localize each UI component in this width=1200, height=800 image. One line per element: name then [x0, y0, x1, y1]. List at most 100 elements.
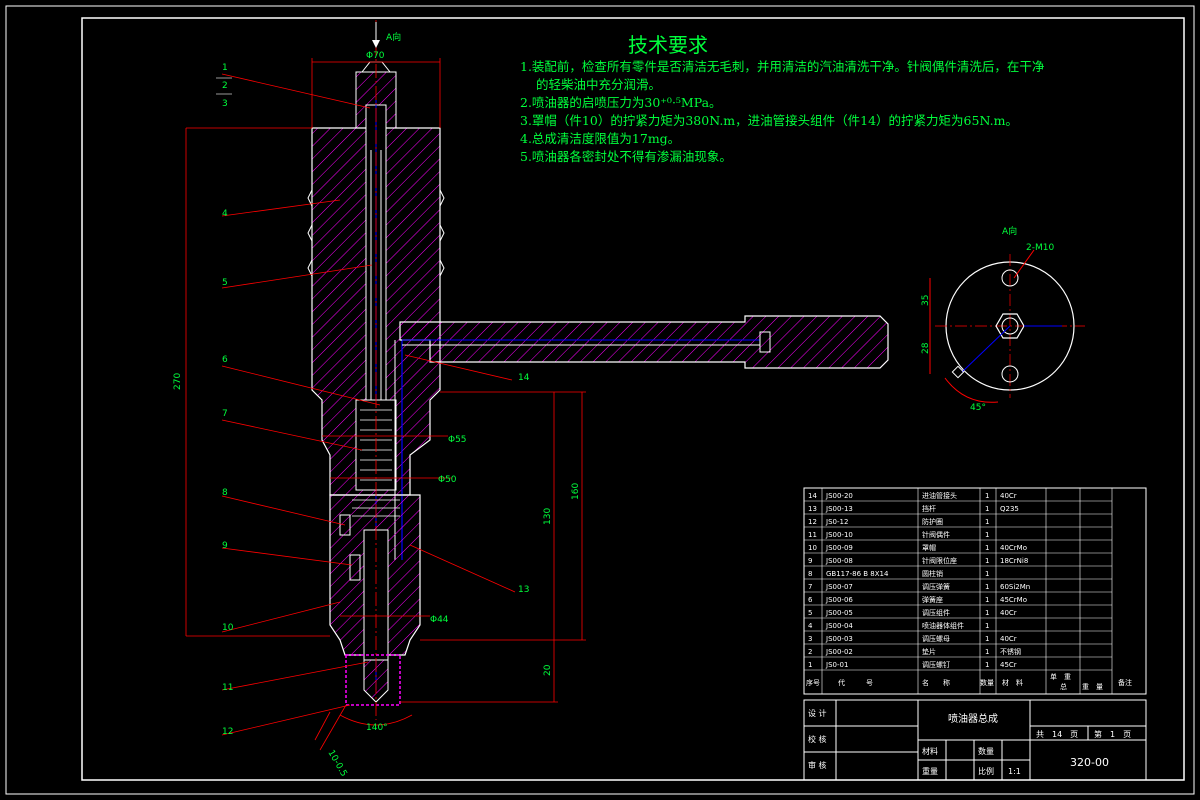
callout-10: 10 [222, 623, 234, 633]
bom-no: 13 [808, 505, 817, 513]
view-a-arrow: A向 [372, 22, 401, 48]
bom-no: 14 [808, 492, 817, 500]
bom-material: 不锈钢 [1000, 647, 1021, 656]
radial-line [961, 325, 1011, 373]
bom-material: Q235 [1000, 505, 1019, 513]
bom-code: JS00-04 [825, 622, 853, 630]
bom-material: 18CrNi8 [1000, 557, 1028, 565]
bom-qty: 1 [985, 531, 989, 539]
bom-qty: 1 [985, 492, 989, 500]
bom-name: 垫片 [922, 647, 936, 656]
bom-qty: 1 [985, 505, 989, 513]
dim-20: 20 [543, 664, 553, 676]
outer-frame [5, 5, 1195, 795]
callout-13: 13 [518, 585, 529, 595]
bom-name: 调压组件 [922, 608, 950, 617]
bom-material: 40Cr [1000, 609, 1017, 617]
bom-name: 进油管接头 [922, 491, 957, 500]
bom-code: JS00-07 [825, 583, 853, 591]
hex-bore [1001, 317, 1019, 335]
bom-name: 弹簧座 [922, 595, 943, 604]
bom-code: JS00-13 [825, 505, 853, 513]
tb-sheets: 共 14 页 [1036, 730, 1078, 739]
bom-code: JS00-08 [825, 557, 853, 565]
callout-12: 12 [222, 727, 233, 737]
callout-4: 4 [222, 209, 228, 219]
bom-header-unit: 单 重 [1050, 672, 1071, 681]
view-a-drawing: A向 2-M10 35 28 45° [921, 225, 1085, 413]
bom-code: JS0-01 [825, 661, 848, 669]
bom-material: 45CrMo [1000, 596, 1027, 604]
injector-section [307, 20, 889, 720]
tb-sheet: 第 1 页 [1094, 729, 1131, 739]
dim-130: 130 [543, 508, 553, 525]
bom-name: 调压螺母 [922, 634, 950, 643]
bom-name: 针阀偶件 [922, 530, 950, 539]
bom-name: 调压螺钉 [922, 660, 950, 669]
bom-no: 6 [808, 596, 813, 604]
bom-no: 11 [808, 531, 817, 539]
title-block [803, 699, 1147, 781]
bom-name: 喷油器体组件 [922, 621, 964, 630]
tech-item-2: 2.喷油器的启喷压力为30⁺⁰·⁵MPa。 [520, 95, 722, 110]
dim-d70: Φ70 [366, 51, 385, 61]
view-a-title: A向 [1002, 225, 1017, 237]
bom-no: 1 [808, 661, 812, 669]
bom-material: 45Cr [1000, 661, 1017, 669]
dim-28: 28 [921, 342, 931, 354]
bom-qty: 1 [985, 635, 989, 643]
bom-no: 5 [808, 609, 812, 617]
bom-code: JS00-10 [825, 531, 853, 539]
bom-name: 挡杆 [922, 504, 936, 513]
bom-qty: 1 [985, 596, 989, 604]
dim-270: 270 [173, 373, 183, 390]
bom-code: JS0-12 [825, 518, 848, 526]
bom-name: 防护圈 [922, 517, 943, 526]
tb-drawing-no: 320-00 [1070, 756, 1109, 769]
bom-qty: 1 [985, 518, 989, 526]
callout-5: 5 [222, 278, 228, 288]
pin [339, 514, 351, 536]
tech-title: 技术要求 [628, 33, 708, 57]
callout-14: 14 [518, 373, 530, 383]
inner-frame [81, 17, 1185, 781]
thread-leader [1013, 249, 1035, 279]
dim-140: 140° [366, 723, 388, 733]
bom-no: 2 [808, 648, 812, 656]
bom-no: 4 [808, 622, 813, 630]
dim-d44: Φ44 [430, 615, 449, 625]
callout-1: 1 [222, 63, 228, 73]
bom-no: 8 [808, 570, 812, 578]
callout-8: 8 [222, 488, 228, 498]
bom-name: 圆柱销 [922, 569, 943, 578]
tb-scale: 1:1 [1008, 767, 1021, 776]
bom-no: 7 [808, 583, 812, 591]
bom-code: JS00-09 [825, 544, 853, 552]
callout-6: 6 [222, 355, 228, 365]
dim-d50: Φ50 [438, 475, 457, 485]
tb-quantity: 数量 [978, 746, 994, 756]
bom-code: JS00-06 [825, 596, 853, 604]
bolt-hole-top [1001, 269, 1019, 287]
callout-11: 11 [222, 683, 233, 693]
callout-7: 7 [222, 409, 228, 419]
pin-mark [951, 365, 965, 379]
bom-no: 3 [808, 635, 812, 643]
bom-qty: 1 [985, 583, 989, 591]
tech-item-1: 1.装配前，检查所有零件是否清洁无毛刺，并用清洁的汽油清洗干净。针阀偶件清洗后，… [520, 59, 1045, 74]
inlet-end [759, 331, 771, 353]
dimension-texts: Φ70 270 Φ55 Φ50 Φ44 160 130 20 140° 10-0… [173, 51, 581, 779]
bom-header-name: 名 称 [922, 678, 950, 687]
bom-code: JS00-05 [825, 609, 853, 617]
body-notches-right [439, 189, 445, 277]
callout-leaders [221, 73, 516, 736]
bolt-hole-bottom [1001, 365, 1019, 383]
bom-material: 40Cr [1000, 635, 1017, 643]
a-direction-label: A向 [386, 31, 401, 43]
dim-10: 10-0.5 [325, 749, 348, 779]
tech-item-1-cont: 的轻柴油中充分润滑。 [536, 77, 662, 92]
inlet-pipe [399, 315, 889, 369]
tech-item-3: 3.罩帽（件10）的拧紧力矩为380N.m，进油管接头组件（件14）的拧紧力矩为… [520, 113, 1018, 128]
callout-underlines [216, 77, 232, 95]
